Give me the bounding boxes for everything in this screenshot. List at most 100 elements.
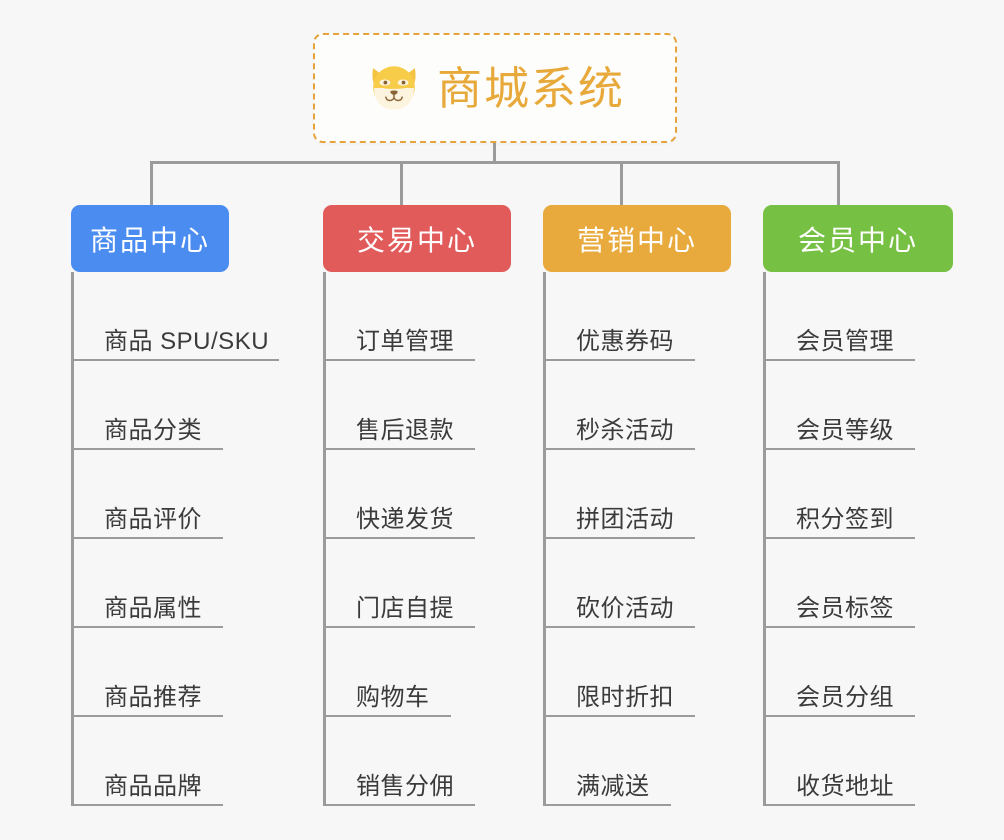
- list-item[interactable]: 会员标签: [763, 539, 953, 628]
- list-item[interactable]: 销售分佣: [323, 717, 511, 806]
- branch-column-marketing: 营销中心 优惠券码 秒杀活动 拼团活动 砍价活动 限时折扣: [543, 205, 731, 806]
- list-item[interactable]: 积分签到: [763, 450, 953, 539]
- leaf-underline: [543, 626, 695, 628]
- branch-spine: [323, 272, 326, 806]
- branch-items-product: 商品 SPU/SKU 商品分类 商品评价 商品属性 商品推荐 商品品牌: [71, 272, 279, 806]
- leaf-label: 门店自提: [356, 595, 454, 622]
- list-item[interactable]: 优惠券码: [543, 272, 731, 361]
- leaf-underline: [763, 626, 915, 628]
- branch-items-trade: 订单管理 售后退款 快递发货 门店自提 购物车 销售分佣: [323, 272, 511, 806]
- leaf-label: 商品推荐: [104, 684, 202, 711]
- leaf-underline: [323, 804, 475, 806]
- leaf-label: 秒杀活动: [576, 417, 674, 444]
- root-title: 商城系统: [436, 62, 625, 114]
- leaf-underline: [763, 359, 915, 361]
- list-item[interactable]: 限时折扣: [543, 628, 731, 717]
- list-item[interactable]: 会员管理: [763, 272, 953, 361]
- leaf-underline: [763, 715, 915, 717]
- branch-header-product[interactable]: 商品中心: [71, 205, 229, 272]
- branch-header-label: 交易中心: [356, 224, 477, 256]
- leaf-label: 快递发货: [356, 506, 454, 533]
- list-item[interactable]: 满减送: [543, 717, 731, 806]
- leaf-label: 商品 SPU/SKU: [104, 328, 270, 355]
- leaf-label: 会员分组: [796, 684, 894, 711]
- leaf-label: 商品属性: [104, 595, 202, 622]
- connector-drop-0: [150, 161, 153, 207]
- branch-header-member[interactable]: 会员中心: [763, 205, 953, 272]
- leaf-label: 满减送: [576, 773, 650, 800]
- leaf-label: 收货地址: [796, 773, 894, 800]
- connector-horizontal-bar: [150, 161, 840, 164]
- list-item[interactable]: 会员分组: [763, 628, 953, 717]
- leaf-label: 售后退款: [356, 417, 454, 444]
- root-node[interactable]: 商城系统: [313, 33, 677, 143]
- list-item[interactable]: 门店自提: [323, 539, 511, 628]
- leaf-underline: [543, 804, 671, 806]
- leaf-label: 优惠券码: [576, 328, 674, 355]
- leaf-underline: [323, 448, 475, 450]
- branch-header-label: 营销中心: [576, 224, 697, 256]
- leaf-label: 会员管理: [796, 328, 894, 355]
- leaf-label: 订单管理: [356, 328, 454, 355]
- leaf-label: 商品分类: [104, 417, 202, 444]
- leaf-underline: [763, 804, 915, 806]
- leaf-underline: [323, 537, 475, 539]
- leaf-label: 砍价活动: [576, 595, 674, 622]
- connector-drop-2: [620, 161, 623, 207]
- leaf-label: 积分签到: [796, 506, 894, 533]
- leaf-underline: [543, 537, 695, 539]
- leaf-underline: [71, 359, 279, 361]
- leaf-underline: [323, 715, 451, 717]
- list-item[interactable]: 订单管理: [323, 272, 511, 361]
- leaf-underline: [323, 626, 475, 628]
- branch-header-label: 商品中心: [89, 224, 210, 256]
- leaf-label: 商品评价: [104, 506, 202, 533]
- list-item[interactable]: 会员等级: [763, 361, 953, 450]
- list-item[interactable]: 商品属性: [71, 539, 269, 628]
- leaf-underline: [543, 359, 695, 361]
- list-item[interactable]: 商品 SPU/SKU: [71, 272, 279, 361]
- connector-root-stem: [493, 143, 496, 164]
- leaf-underline: [323, 359, 475, 361]
- branch-items-marketing: 优惠券码 秒杀活动 拼团活动 砍价活动 限时折扣 满减送: [543, 272, 731, 806]
- list-item[interactable]: 拼团活动: [543, 450, 731, 539]
- connector-drop-1: [400, 161, 403, 207]
- list-item[interactable]: 购物车: [323, 628, 511, 717]
- list-item[interactable]: 商品推荐: [71, 628, 269, 717]
- leaf-label: 购物车: [356, 684, 430, 711]
- list-item[interactable]: 售后退款: [323, 361, 511, 450]
- branch-header-marketing[interactable]: 营销中心: [543, 205, 731, 272]
- dog-face-icon: [372, 66, 416, 110]
- leaf-underline: [763, 448, 915, 450]
- leaf-label: 销售分佣: [356, 773, 454, 800]
- branch-column-product: 商品中心 商品 SPU/SKU 商品分类 商品评价 商品属性 商品推荐: [71, 205, 279, 806]
- branch-header-trade[interactable]: 交易中心: [323, 205, 511, 272]
- branch-spine: [543, 272, 546, 806]
- leaf-underline: [71, 448, 223, 450]
- leaf-label: 商品品牌: [104, 773, 202, 800]
- list-item[interactable]: 商品分类: [71, 361, 269, 450]
- branch-items-member: 会员管理 会员等级 积分签到 会员标签 会员分组 收货地址: [763, 272, 953, 806]
- leaf-underline: [543, 448, 695, 450]
- leaf-underline: [71, 537, 223, 539]
- list-item[interactable]: 收货地址: [763, 717, 953, 806]
- branch-column-member: 会员中心 会员管理 会员等级 积分签到 会员标签 会员分组: [763, 205, 953, 806]
- leaf-label: 会员等级: [796, 417, 894, 444]
- leaf-underline: [71, 715, 223, 717]
- leaf-underline: [543, 715, 695, 717]
- leaf-underline: [71, 626, 223, 628]
- branch-column-trade: 交易中心 订单管理 售后退款 快递发货 门店自提 购物车: [323, 205, 511, 806]
- leaf-underline: [71, 804, 223, 806]
- list-item[interactable]: 秒杀活动: [543, 361, 731, 450]
- leaf-label: 拼团活动: [576, 506, 674, 533]
- leaf-label: 会员标签: [796, 595, 894, 622]
- list-item[interactable]: 砍价活动: [543, 539, 731, 628]
- leaf-underline: [763, 537, 915, 539]
- list-item[interactable]: 商品评价: [71, 450, 269, 539]
- leaf-label: 限时折扣: [576, 684, 674, 711]
- list-item[interactable]: 商品品牌: [71, 717, 269, 806]
- list-item[interactable]: 快递发货: [323, 450, 511, 539]
- connector-drop-3: [837, 161, 840, 207]
- branch-header-label: 会员中心: [797, 224, 918, 256]
